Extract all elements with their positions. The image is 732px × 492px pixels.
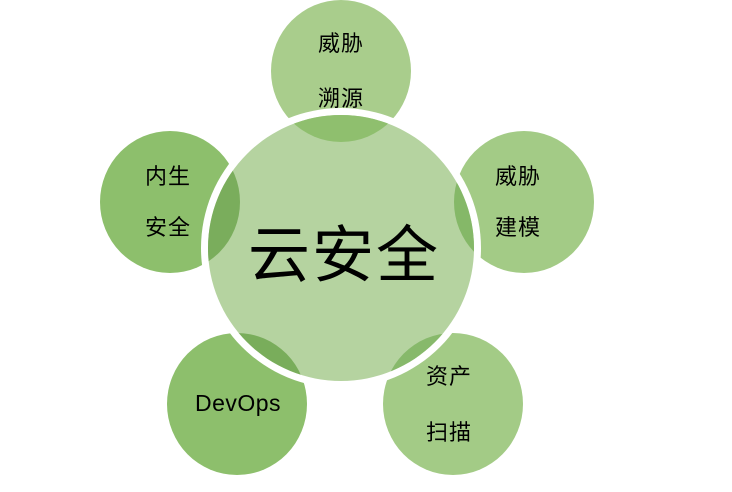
- node-label-asset-scanning: 资产 扫描: [426, 364, 472, 445]
- node-shape-threat-modeling[interactable]: [454, 131, 594, 273]
- node-label-threat-modeling: 威胁 建模: [495, 164, 541, 240]
- node-label-threat-modeling-line1: 威胁: [495, 164, 541, 189]
- node-shape-threat-tracing[interactable]: [271, 0, 411, 142]
- node-label-threat-tracing-line2: 溯源: [318, 86, 364, 111]
- hub-label-group: 云安全: [248, 221, 440, 290]
- node-label-threat-tracing: 威胁 溯源: [318, 31, 364, 111]
- node-label-asset-scanning-line1: 资产: [426, 364, 472, 389]
- hub-label-cloud-security: 云安全: [248, 221, 440, 290]
- node-label-endogenous-security-line1: 内生: [145, 164, 191, 189]
- node-label-threat-modeling-line2: 建模: [495, 215, 541, 240]
- node-label-endogenous-security: 内生 安全: [145, 164, 191, 240]
- node-label-devops-line1: DevOps: [195, 390, 281, 416]
- node-shape-cloud-security-hub[interactable]: [208, 115, 474, 381]
- node-label-devops: DevOps: [195, 390, 281, 416]
- node-label-endogenous-security-line2: 安全: [145, 215, 191, 240]
- node-label-asset-scanning-line2: 扫描: [426, 420, 472, 445]
- node-shape-asset-scanning[interactable]: [383, 333, 523, 475]
- node-label-threat-tracing-line1: 威胁: [318, 31, 364, 56]
- satellite-labels-layer: 威胁 溯源 内生 安全 威胁 建模 DevOps 资产 扫描: [145, 31, 541, 445]
